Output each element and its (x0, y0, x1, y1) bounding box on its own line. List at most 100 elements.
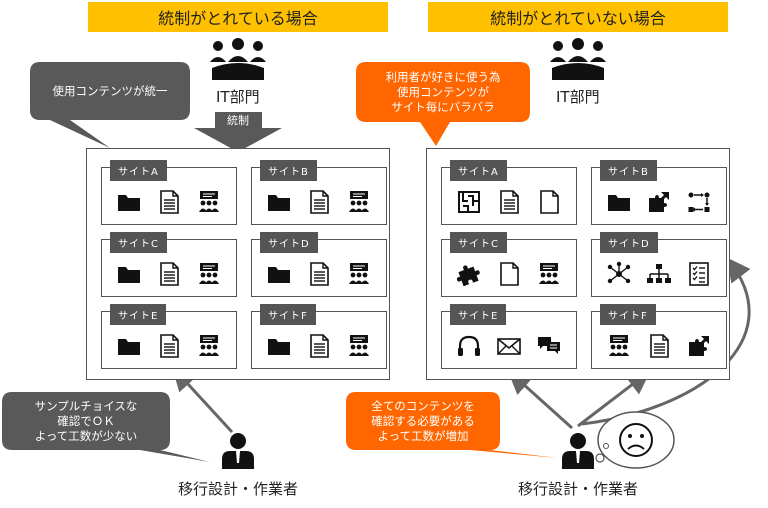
right-panel-title: 統制がとれていない場合 (428, 2, 728, 32)
site-icon-row (102, 184, 236, 220)
left-site-box-1: サイトA (101, 160, 237, 225)
right-site-box-5: サイトE (441, 304, 577, 369)
sad-face-thought-bubble (595, 411, 675, 469)
right-top-callout-line-3: サイト毎にバラバラ (391, 99, 495, 114)
maze-icon (458, 191, 480, 213)
site-icon-row (102, 256, 236, 292)
left-top-callout-text: 使用コンテンツが統一 (52, 83, 168, 98)
right-site-box-4: サイトD (591, 232, 727, 297)
folder-icon (268, 339, 290, 355)
right-bottom-callout: 全てのコンテンツを 確認する必要がある よって工数が増加 (346, 392, 500, 450)
left-site-panel: サイトA サイトB サイトC サイトD サイトE サイトF (86, 148, 390, 380)
right-bottom-callout-line-3: よって工数が増加 (377, 428, 469, 443)
right-bottom-callout-line-2: 確認する必要がある (371, 413, 475, 428)
left-bottom-callout-line-2: 確認でＯＫ (57, 413, 115, 428)
folder-icon (118, 339, 140, 355)
right-site-box-3: サイトC (441, 232, 577, 297)
document-icon (310, 262, 329, 286)
right-top-callout: 利用者が好きに使う為 使用コンテンツが サイト毎にバラバラ (356, 62, 530, 122)
left-bottom-callout-line-3: よって工数が少ない (34, 428, 138, 443)
left-worker-arrow (171, 366, 234, 434)
site-label: サイトD (260, 232, 318, 253)
site-label: サイトB (260, 160, 317, 181)
org-chart-icon (647, 264, 671, 283)
left-title-text: 統制がとれている場合 (158, 9, 318, 28)
site-icon-row (592, 184, 726, 220)
document-icon (160, 190, 179, 214)
right-worker-arrow-left (507, 369, 574, 430)
right-worker-caption: 移行設計・作業者 (518, 480, 639, 498)
left-it-group-icon (210, 38, 266, 80)
puzzle-arrow-icon (689, 336, 709, 356)
left-top-callout-shape (30, 62, 190, 148)
right-bottom-callout-line-1: 全てのコンテンツを (371, 398, 475, 413)
document-icon (650, 334, 669, 358)
meeting-icon (199, 191, 219, 212)
site-icon-row (442, 184, 576, 220)
left-site-box-2: サイトB (251, 160, 387, 225)
folder-icon (268, 195, 290, 211)
puzzle-icon (456, 265, 480, 287)
meeting-icon (199, 263, 219, 284)
left-site-box-6: サイトF (251, 304, 387, 369)
site-label: サイトC (450, 232, 507, 253)
control-arrow-shape (194, 112, 282, 152)
folder-icon (118, 267, 140, 283)
left-bottom-callout-shape (2, 392, 210, 462)
right-site-box-6: サイトF (591, 304, 727, 369)
document-icon (310, 190, 329, 214)
document-icon (500, 190, 519, 214)
left-bottom-callout-line-1: サンプルチョイスな (34, 398, 138, 413)
site-label: サイトE (450, 304, 507, 325)
right-title-text: 統制がとれていない場合 (490, 9, 666, 28)
right-it-label: IT部門 (556, 88, 600, 106)
network-icon (607, 261, 631, 284)
right-bottom-callout-shape (346, 392, 558, 458)
site-icon-row (592, 256, 726, 292)
mail-icon (497, 338, 521, 355)
site-label: サイトB (600, 160, 657, 181)
site-icon-row (102, 328, 236, 364)
right-top-callout-line-2: 使用コンテンツが (397, 84, 489, 99)
right-worker-arrow-middle (577, 370, 651, 428)
site-label: サイトF (600, 304, 656, 325)
site-label: サイトD (600, 232, 658, 253)
site-icon-row (252, 328, 386, 364)
puzzle-arrow-icon (649, 192, 669, 212)
left-bottom-callout: サンプルチョイスな 確認でＯＫ よって工数が少ない (2, 392, 170, 450)
left-site-box-4: サイトD (251, 232, 387, 297)
left-site-box-3: サイトC (101, 232, 237, 297)
right-it-group-icon (550, 38, 606, 80)
site-icon-row (442, 328, 576, 364)
meeting-icon (349, 263, 369, 284)
chat-icon (538, 337, 560, 354)
control-label: 統制 (227, 114, 249, 127)
site-label: サイトE (110, 304, 167, 325)
site-label: サイトF (260, 304, 316, 325)
meeting-icon (199, 335, 219, 356)
right-site-box-1: サイトA (441, 160, 577, 225)
right-site-box-2: サイトB (591, 160, 727, 225)
left-worker-caption: 移行設計・作業者 (178, 480, 299, 498)
left-panel-title: 統制がとれている場合 (88, 2, 388, 32)
folder-icon (608, 195, 630, 211)
right-top-callout-shape (356, 62, 530, 146)
meeting-icon (349, 191, 369, 212)
folder-icon (118, 195, 140, 211)
blank-page-icon (540, 190, 559, 214)
flow-icon (688, 192, 710, 212)
meeting-icon (609, 335, 629, 356)
site-icon-row (252, 184, 386, 220)
left-worker-person-icon (222, 433, 254, 469)
site-label: サイトA (110, 160, 167, 181)
site-label: サイトC (110, 232, 167, 253)
site-icon-row (252, 256, 386, 292)
checklist-icon (689, 262, 709, 286)
site-icon-row (592, 328, 726, 364)
blank-page-icon (500, 262, 519, 286)
left-it-label: IT部門 (216, 88, 260, 106)
left-site-box-5: サイトE (101, 304, 237, 369)
right-site-panel: サイトA サイトB サイトC サイトD サイトE サイトF (426, 148, 730, 380)
document-icon (160, 334, 179, 358)
